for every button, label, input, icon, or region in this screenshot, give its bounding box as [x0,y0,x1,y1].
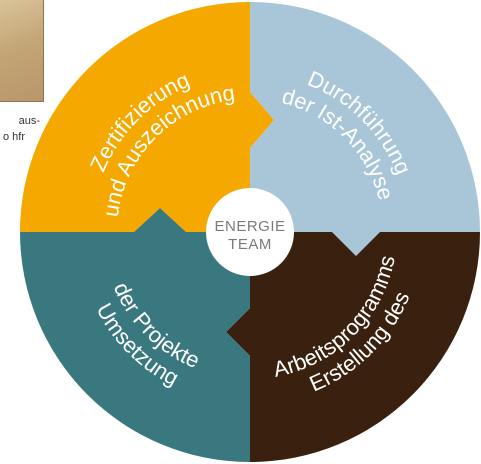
segment-top-left [20,2,274,232]
segment-bottom-right [226,232,480,462]
photo-thumbnail [0,0,44,102]
photo-caption-line2: o hfr [3,131,26,143]
center-label-line2: TEAM [228,236,272,253]
segment-bottom-left [20,208,250,462]
center-label-line1: ENERGIE [214,218,285,235]
photo-caption-line1: aus- [18,115,40,127]
center-circle [206,188,294,276]
segment-top-right [250,2,480,256]
